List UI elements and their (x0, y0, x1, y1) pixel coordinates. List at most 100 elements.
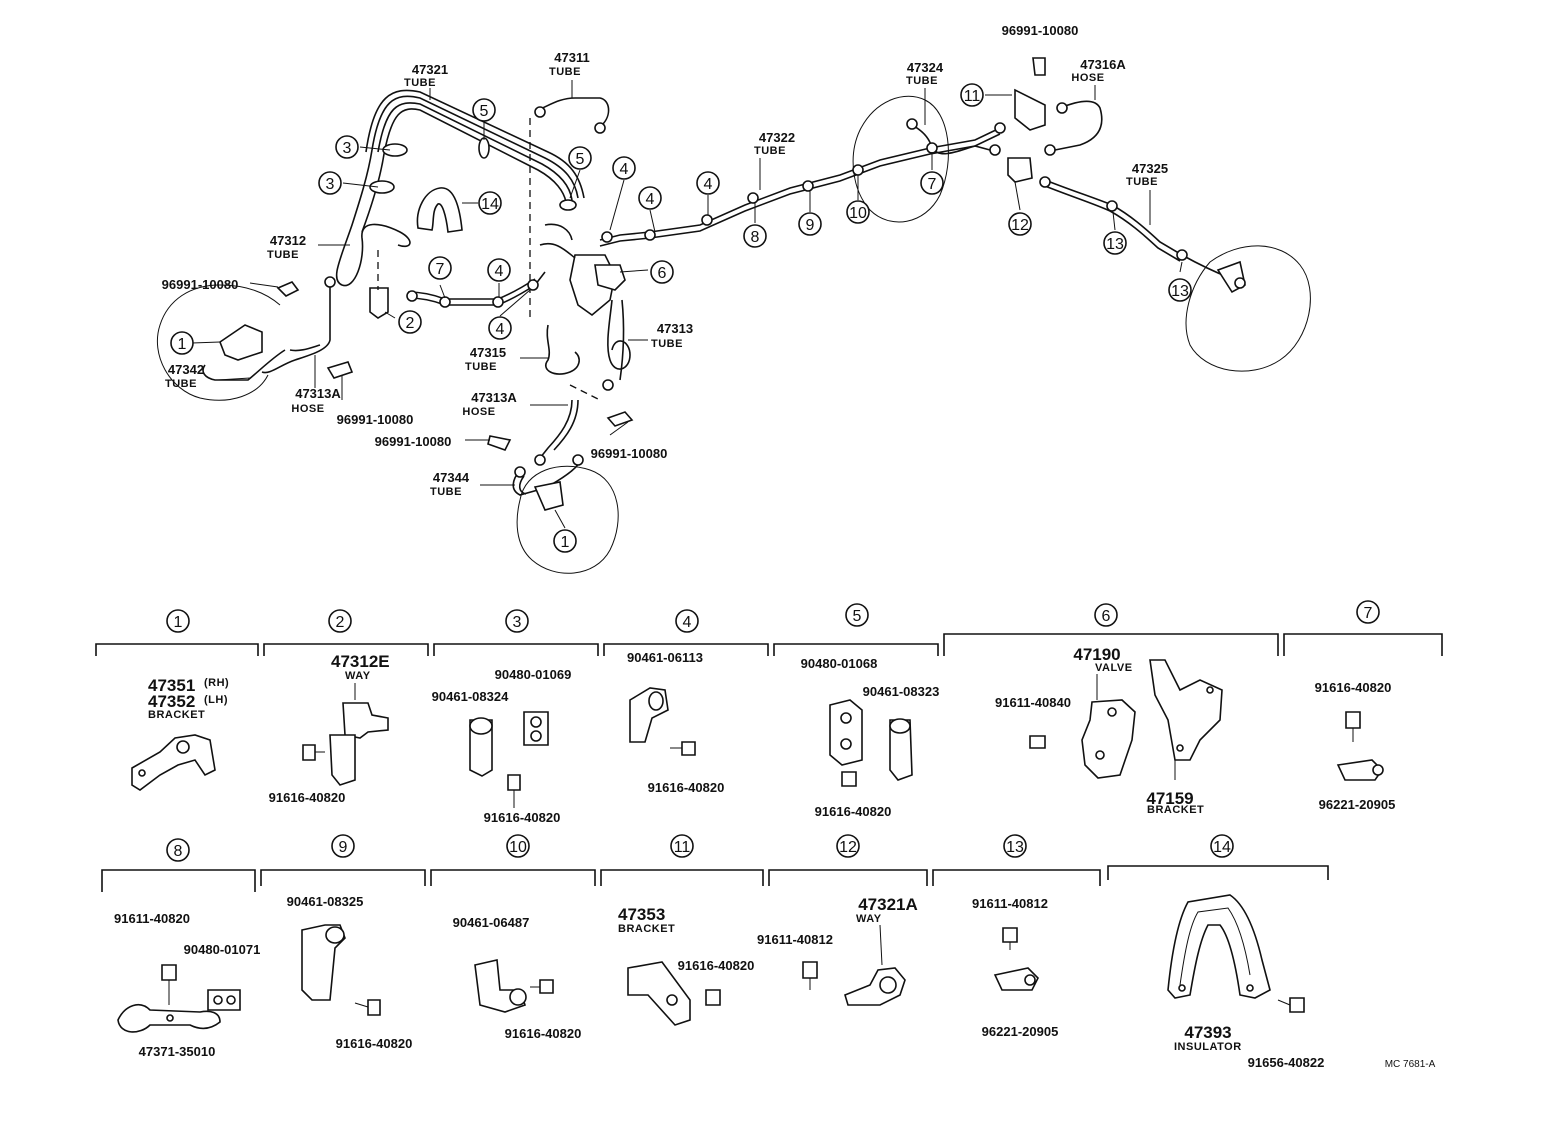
part-96991-10080-mid: 96991-10080 (337, 412, 414, 427)
svg-text:8: 8 (751, 229, 760, 246)
group-8-number: 8 (174, 843, 183, 860)
group-13-number: 13 (1006, 839, 1024, 856)
part-96221-20905-g13: 96221-20905 (982, 1024, 1059, 1039)
part-96991-10080-left: 96991-10080 (162, 277, 239, 292)
part-96991-10080-low: 96991-10080 (375, 434, 452, 449)
svg-text:TUBE: TUBE (165, 378, 197, 390)
callout-11: 11 (960, 83, 984, 107)
group-brackets (95, 633, 1443, 892)
assembly-part-numbers: 47321 TUBE 47311 TUBE 96991-10080 47324 … (162, 23, 1168, 498)
part-96991-10080-top: 96991-10080 (1002, 23, 1079, 38)
svg-text:5: 5 (480, 103, 489, 120)
group-14-number: 14 (1213, 839, 1231, 856)
part-90461-08324: 90461-08324 (432, 689, 509, 704)
part-47159: 47159 (1146, 789, 1193, 808)
svg-text:BRACKET: BRACKET (148, 709, 205, 721)
part-91611-40812-g12: 91611-40812 (757, 932, 833, 947)
callout-4-c: 4 (696, 171, 720, 195)
part-47344: 47344 (433, 470, 470, 485)
svg-text:4: 4 (704, 176, 713, 193)
part-90461-08325: 90461-08325 (287, 894, 364, 909)
svg-text:1: 1 (561, 534, 570, 551)
group-11-number: 11 (674, 839, 691, 856)
part-90461-06113: 90461-06113 (627, 650, 703, 665)
group-5: 5 90480-01068 90461-08323 91616-40820 (801, 603, 940, 819)
part-96221-20905-g7: 96221-20905 (1319, 797, 1396, 812)
svg-text:4: 4 (496, 321, 505, 338)
group-5-number: 5 (853, 608, 862, 625)
group-4: 4 90461-06113 91616-40820 (627, 609, 724, 795)
part-91616-40820-g3: 91616-40820 (484, 810, 561, 825)
svg-text:2: 2 (406, 315, 415, 332)
part-47351: 47351 (148, 676, 195, 695)
part-47316A: 47316A (1080, 57, 1126, 72)
group-4-number: 4 (683, 614, 692, 631)
svg-text:4: 4 (620, 161, 629, 178)
part-91616-40820-g10: 91616-40820 (505, 1026, 582, 1041)
part-47324: 47324 (907, 60, 944, 75)
part-47371-35010: 47371-35010 (139, 1044, 216, 1059)
svg-text:WAY: WAY (345, 670, 371, 682)
part-47321A: 47321A (858, 895, 918, 914)
part-47313A-left: 47313A (295, 386, 341, 401)
svg-text:HOSE: HOSE (1071, 72, 1104, 84)
part-47393: 47393 (1184, 1023, 1231, 1042)
svg-text:TUBE: TUBE (906, 75, 938, 87)
callout-2: 2 (398, 310, 422, 334)
svg-text:TUBE: TUBE (404, 77, 436, 89)
part-47321: 47321 (412, 62, 448, 77)
part-91611-40820: 91611-40820 (114, 911, 190, 926)
svg-text:4: 4 (495, 263, 504, 280)
callout-7-a: 7 (920, 171, 944, 195)
svg-text:BRACKET: BRACKET (618, 923, 675, 935)
callout-10: 10 (846, 200, 870, 224)
group-6: 6 47190 VALVE 91611-40840 47159 BRACKET (995, 603, 1223, 816)
svg-text:BRACKET: BRACKET (1147, 804, 1204, 816)
group-8: 8 91611-40820 90480-01071 47371-35010 (114, 838, 260, 1059)
svg-text:4: 4 (646, 191, 655, 208)
svg-text:12: 12 (1011, 217, 1029, 234)
group-1-number: 1 (174, 614, 183, 631)
group-9: 9 90461-08325 91616-40820 (287, 834, 412, 1051)
part-47312E: 47312E (331, 652, 390, 671)
part-47352: 47352 (148, 692, 195, 711)
svg-text:14: 14 (481, 196, 499, 213)
part-90461-08323: 90461-08323 (863, 684, 940, 699)
group-7: 7 91616-40820 96221-20905 (1315, 600, 1396, 812)
group-6-number: 6 (1102, 608, 1111, 625)
svg-text:TUBE: TUBE (430, 486, 462, 498)
group-10: 10 90461-06487 91616-40820 (453, 834, 582, 1041)
svg-text:6: 6 (658, 265, 667, 282)
group-2: 2 47312E WAY 91616-40820 (269, 609, 390, 805)
group-7-number: 7 (1364, 605, 1373, 622)
callout-1-a: 1 (170, 331, 194, 355)
callout-5-b: 5 (568, 146, 592, 170)
part-91616-40820-g11: 91616-40820 (678, 958, 755, 973)
callout-13-b: 13 (1168, 278, 1192, 302)
svg-text:3: 3 (343, 140, 352, 157)
svg-text:TUBE: TUBE (754, 145, 786, 157)
part-47190: 47190 (1073, 645, 1120, 664)
callout-4-b: 4 (638, 186, 662, 210)
group-9-number: 9 (339, 839, 348, 856)
callout-3-b: 3 (318, 171, 342, 195)
part-91616-40820-g5: 91616-40820 (815, 804, 892, 819)
part-90480-01068: 90480-01068 (801, 656, 878, 671)
svg-text:11: 11 (964, 88, 981, 105)
part-90480-01069: 90480-01069 (495, 667, 572, 682)
part-91611-40840: 91611-40840 (995, 695, 1071, 710)
callout-8: 8 (743, 224, 767, 248)
group-3-number: 3 (513, 614, 522, 631)
svg-text:(RH): (RH) (204, 677, 229, 689)
group-3: 3 90480-01069 90461-08324 91616-40820 (432, 609, 572, 825)
part-47342: 47342 (168, 362, 204, 377)
group-1: 1 47351 (RH) 47352 (LH) BRACKET (131, 609, 229, 791)
callout-4-e: 4 (488, 316, 512, 340)
part-91656-40822: 91656-40822 (1248, 1055, 1325, 1070)
svg-text:3: 3 (326, 176, 335, 193)
svg-text:13: 13 (1171, 283, 1189, 300)
assembly-callouts: 5 3 3 5 4 4 4 8 9 10 7 11 12 13 13 14 7 … (170, 83, 1192, 553)
svg-text:VALVE: VALVE (1095, 662, 1133, 674)
svg-text:13: 13 (1106, 236, 1124, 253)
group-12-number: 12 (839, 839, 857, 856)
